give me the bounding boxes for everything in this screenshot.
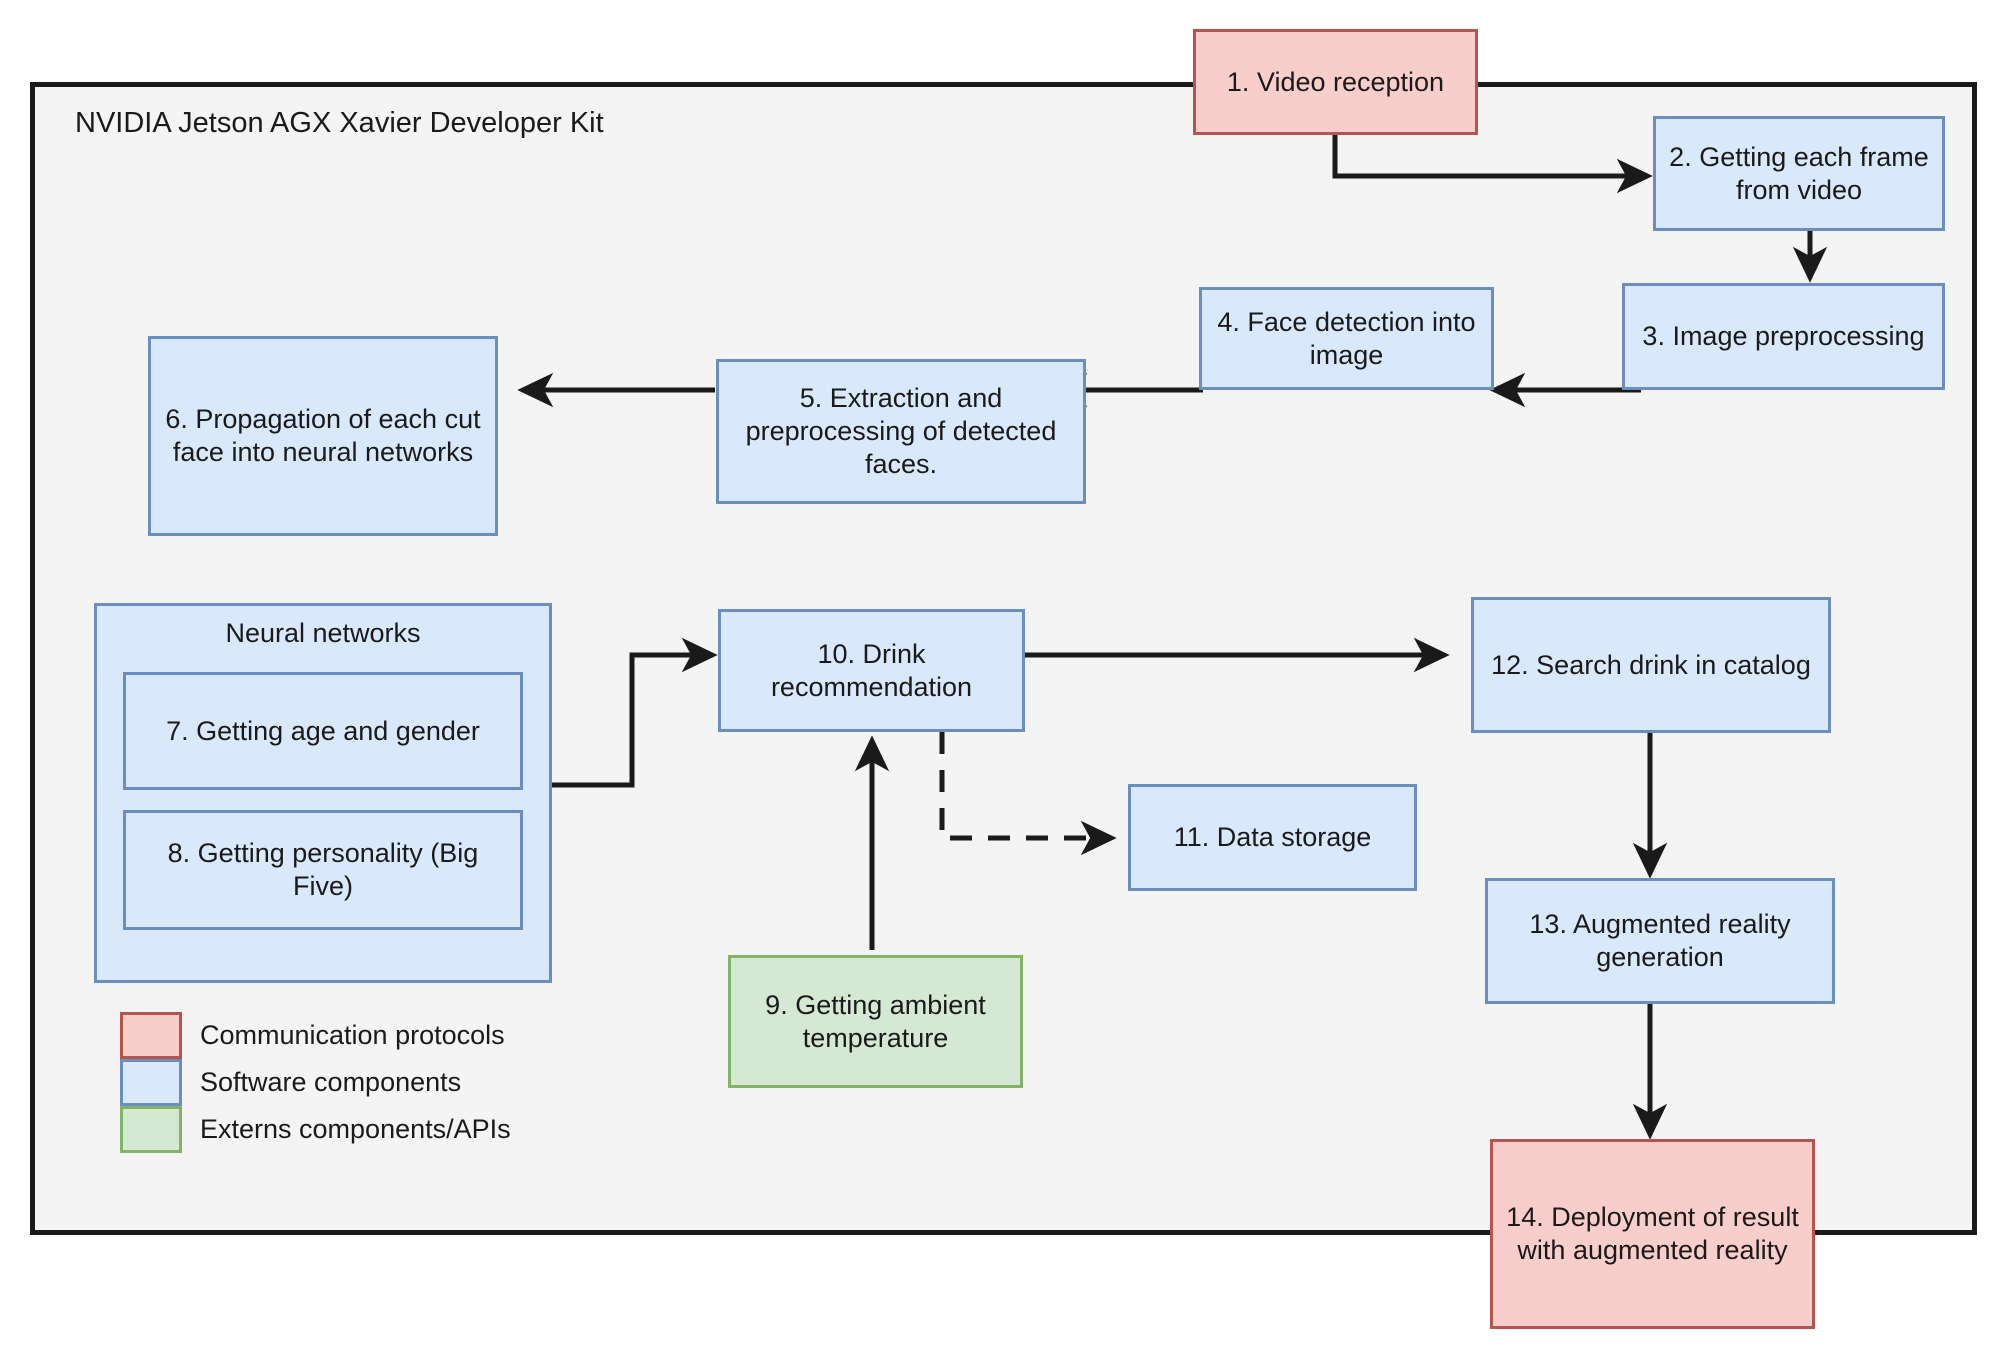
node-6-label: 6. Propagation of each cut face into neu… bbox=[165, 404, 481, 467]
legend-swatch-software-components bbox=[120, 1059, 182, 1106]
node-14-label: 14. Deployment of result with augmented … bbox=[1506, 1202, 1799, 1265]
node-6-propagation-into-neural-networks[interactable]: 6. Propagation of each cut face into neu… bbox=[148, 336, 498, 536]
legend-label-extern-components: Externs components/APIs bbox=[200, 1114, 511, 1144]
node-7-label: 7. Getting age and gender bbox=[166, 715, 480, 746]
node-4-label: 4. Face detection into image bbox=[1217, 306, 1476, 370]
node-4-face-detection[interactable]: 4. Face detection into image bbox=[1199, 287, 1494, 390]
node-2-getting-each-frame[interactable]: 2. Getting each frame from video bbox=[1653, 116, 1945, 231]
legend-label-software-components: Software components bbox=[200, 1067, 462, 1097]
group-neural-networks-title: Neural networks bbox=[225, 618, 421, 648]
node-8-getting-personality[interactable]: 8. Getting personality (Big Five) bbox=[123, 810, 523, 930]
node-14-deployment-of-result[interactable]: 14. Deployment of result with augmented … bbox=[1490, 1139, 1815, 1329]
node-5-extraction-preprocessing[interactable]: 5. Extraction and preprocessing of detec… bbox=[716, 359, 1086, 504]
node-7-getting-age-and-gender[interactable]: 7. Getting age and gender bbox=[123, 672, 523, 790]
node-12-label: 12. Search drink in catalog bbox=[1491, 649, 1811, 680]
node-1-label: 1. Video reception bbox=[1226, 66, 1445, 97]
node-11-label: 11. Data storage bbox=[1173, 822, 1372, 853]
node-5-label: 5. Extraction and preprocessing of detec… bbox=[745, 383, 1057, 479]
node-10-label: 10. Drink recommendation bbox=[770, 638, 973, 702]
node-1-video-reception[interactable]: 1. Video reception bbox=[1193, 29, 1478, 135]
node-3-image-preprocessing[interactable]: 3. Image preprocessing bbox=[1622, 283, 1945, 390]
legend-item-extern-components: Externs components/APIs bbox=[120, 1106, 511, 1153]
legend-item-communication-protocols: Communication protocols bbox=[120, 1012, 511, 1059]
node-13-augmented-reality-generation[interactable]: 13. Augmented reality generation bbox=[1485, 878, 1835, 1004]
node-11-data-storage[interactable]: 11. Data storage bbox=[1128, 784, 1417, 891]
node-8-label: 8. Getting personality (Big Five) bbox=[167, 838, 479, 901]
legend-item-software-components: Software components bbox=[120, 1059, 511, 1106]
node-3-label: 3. Image preprocessing bbox=[1642, 321, 1925, 352]
node-13-label: 13. Augmented reality generation bbox=[1529, 909, 1791, 972]
node-9-getting-ambient-temperature[interactable]: 9. Getting ambient temperature bbox=[728, 955, 1023, 1088]
system-boundary-title: NVIDIA Jetson AGX Xavier Developer Kit bbox=[75, 107, 604, 139]
node-9-label: 9. Getting ambient temperature bbox=[765, 989, 986, 1053]
legend-swatch-communication-protocols bbox=[120, 1012, 182, 1059]
legend-swatch-extern-components bbox=[120, 1106, 182, 1153]
node-12-search-drink-in-catalog[interactable]: 12. Search drink in catalog bbox=[1471, 597, 1831, 733]
legend-label-communication-protocols: Communication protocols bbox=[200, 1020, 505, 1050]
legend: Communication protocols Software compone… bbox=[120, 1012, 511, 1153]
node-2-label: 2. Getting each frame from video bbox=[1669, 141, 1929, 205]
node-10-drink-recommendation[interactable]: 10. Drink recommendation bbox=[718, 609, 1025, 732]
